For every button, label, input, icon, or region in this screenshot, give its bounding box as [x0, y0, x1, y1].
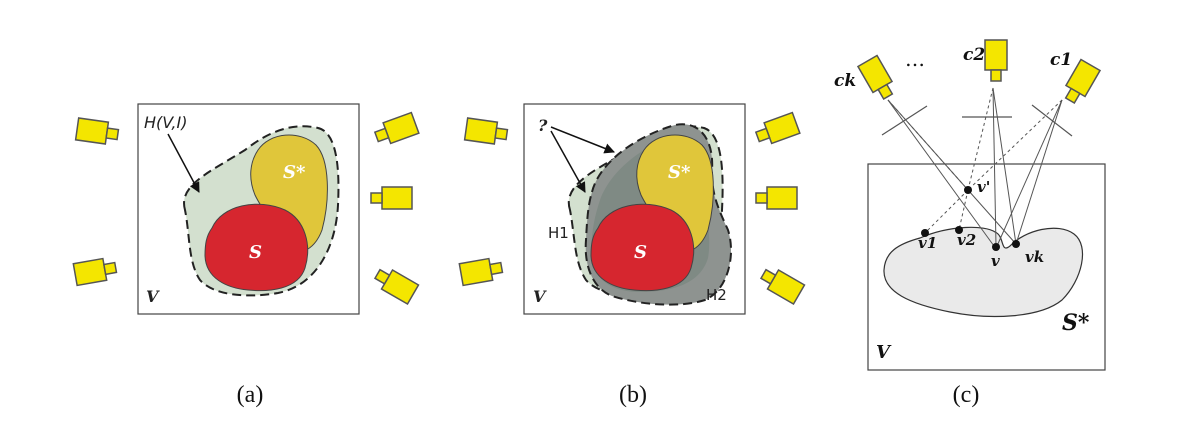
target-label-b: S*	[668, 162, 691, 183]
target-label-a: S*	[283, 162, 306, 183]
hull-label-a: H(V,I)	[144, 113, 187, 132]
surface-shape-c	[883, 226, 1084, 318]
point-vk	[1012, 240, 1020, 248]
hull-2-label-b: H2	[706, 286, 727, 304]
question-label-b: ?	[538, 116, 548, 135]
panel-b: ? S* S H1 H2 V (b)	[458, 103, 806, 408]
camera-icon	[984, 39, 1008, 82]
camera-icon	[72, 255, 119, 287]
object-shape-b	[590, 203, 695, 292]
camera-icon	[458, 255, 505, 287]
point-label-vk: vk	[1025, 248, 1044, 266]
point-label-v: v	[991, 252, 1000, 270]
question-arrow-1-b	[550, 126, 615, 154]
camera-icon	[857, 54, 899, 103]
camera-icon	[74, 117, 121, 147]
surface-label-c: S*	[1062, 310, 1090, 336]
camera-label-c1: c1	[1050, 50, 1072, 70]
camera-icon	[755, 186, 798, 210]
point-v1	[921, 229, 929, 237]
dashed-ray-lines-c	[887, 87, 1063, 234]
volume-label-c: V	[876, 342, 892, 363]
image-planes-c	[881, 104, 1073, 137]
camera-icon	[463, 117, 510, 147]
camera-label-c2: c2	[963, 45, 985, 65]
object-shape-a	[204, 203, 309, 292]
target-shape-b	[636, 134, 714, 253]
panel-a: H(V,I) S* S V (a)	[72, 103, 420, 408]
hull-1-label-b: H1	[548, 224, 569, 242]
point-v2	[955, 226, 963, 234]
target-shape-a	[250, 134, 328, 253]
camera-label-ck: ck	[834, 71, 856, 91]
camera-icon	[371, 263, 420, 305]
volume-label-a: V	[146, 287, 160, 306]
point-v	[992, 243, 1000, 251]
point-vprime	[964, 186, 972, 194]
camera-icon	[370, 186, 413, 210]
point-label-vprime: v'	[977, 178, 990, 196]
panel-c: v1 v2 v vk v' S* V ck c2 c1 … (c)	[834, 39, 1106, 408]
caption-b: (b)	[619, 382, 647, 408]
volume-label-b: V	[533, 287, 547, 306]
camera-ellipsis: …	[905, 47, 925, 71]
caption-a: (a)	[237, 382, 264, 408]
point-label-v2: v2	[957, 231, 976, 249]
camera-icon	[372, 111, 420, 148]
point-label-v1: v1	[918, 234, 937, 252]
question-arrow-2-b	[550, 130, 586, 193]
hull-arrow-a	[167, 133, 200, 193]
object-label-b: S	[634, 242, 647, 263]
camera-icon	[757, 263, 806, 305]
object-label-a: S	[249, 242, 262, 263]
caption-c: (c)	[953, 382, 980, 408]
camera-icon	[753, 111, 801, 148]
